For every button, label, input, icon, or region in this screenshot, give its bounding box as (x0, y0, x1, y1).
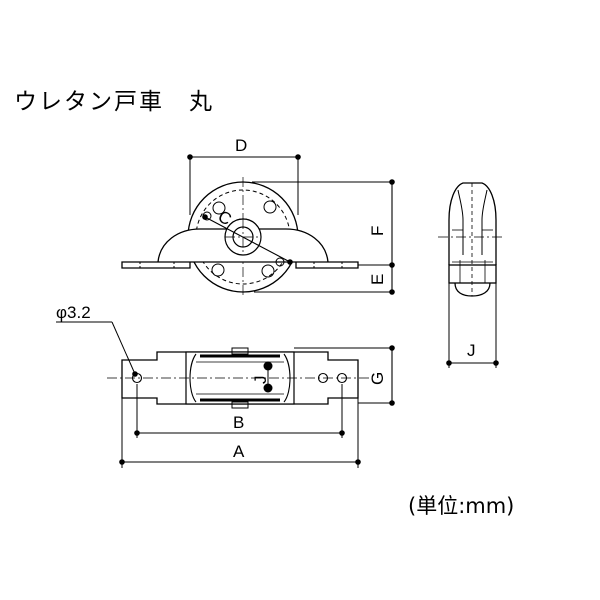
dim-j-side (448, 283, 497, 368)
plan-view (107, 347, 372, 409)
label-j-plan: J (251, 376, 270, 385)
label-f: F (368, 226, 387, 236)
label-a: A (233, 442, 245, 461)
label-g: G (368, 372, 387, 385)
product-title: ウレタン戸車 丸 (14, 89, 214, 115)
dimension-end-dots (119, 154, 499, 465)
dim-g (294, 347, 393, 404)
dim-d (189, 156, 299, 215)
dim-b (136, 384, 343, 438)
label-b: B (233, 413, 244, 432)
side-view (438, 182, 505, 297)
unit-note: (単位:mm) (408, 494, 515, 518)
dim-a (121, 398, 359, 468)
label-hole: φ3.2 (56, 303, 91, 322)
label-j-side: J (467, 341, 476, 360)
front-view (121, 177, 359, 297)
label-d: D (235, 136, 247, 155)
label-e: E (368, 274, 387, 285)
dim-f-e (252, 181, 393, 293)
dim-hole (56, 321, 136, 375)
